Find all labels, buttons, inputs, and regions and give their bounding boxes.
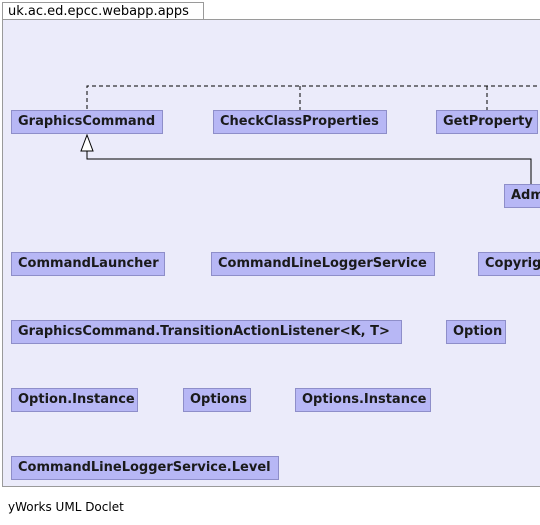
class-options-instance[interactable]: Options.Instance [295,388,431,412]
class-options[interactable]: Options [183,388,251,412]
diagram-canvas: GraphicsCommand CheckClassProperties Get… [2,19,540,487]
class-option[interactable]: Option [446,320,506,344]
generalization-line [86,151,532,184]
package-tab[interactable]: uk.ac.ed.epcc.webapp.apps [2,2,204,19]
relationship-lines [80,85,540,184]
footer-credit: yWorks UML Doclet [8,500,124,514]
class-graphics-command[interactable]: GraphicsCommand [11,110,163,134]
class-get-property[interactable]: GetProperty [436,110,538,134]
class-transition-action-listener[interactable]: GraphicsCommand.TransitionActionListener… [11,320,402,344]
class-option-instance[interactable]: Option.Instance [11,388,138,412]
class-command-line-logger-service[interactable]: CommandLineLoggerService [211,252,435,276]
class-admin-partial[interactable]: Adm [504,184,540,208]
class-check-class-properties[interactable]: CheckClassProperties [213,110,387,134]
class-command-launcher[interactable]: CommandLauncher [11,252,165,276]
package-name: uk.ac.ed.epcc.webapp.apps [8,4,189,19]
class-logger-level[interactable]: CommandLineLoggerService.Level [11,456,279,480]
dependency-line [86,85,540,123]
generalization-arrowhead [80,133,94,152]
class-copyright-partial[interactable]: Copyrig [478,252,540,276]
